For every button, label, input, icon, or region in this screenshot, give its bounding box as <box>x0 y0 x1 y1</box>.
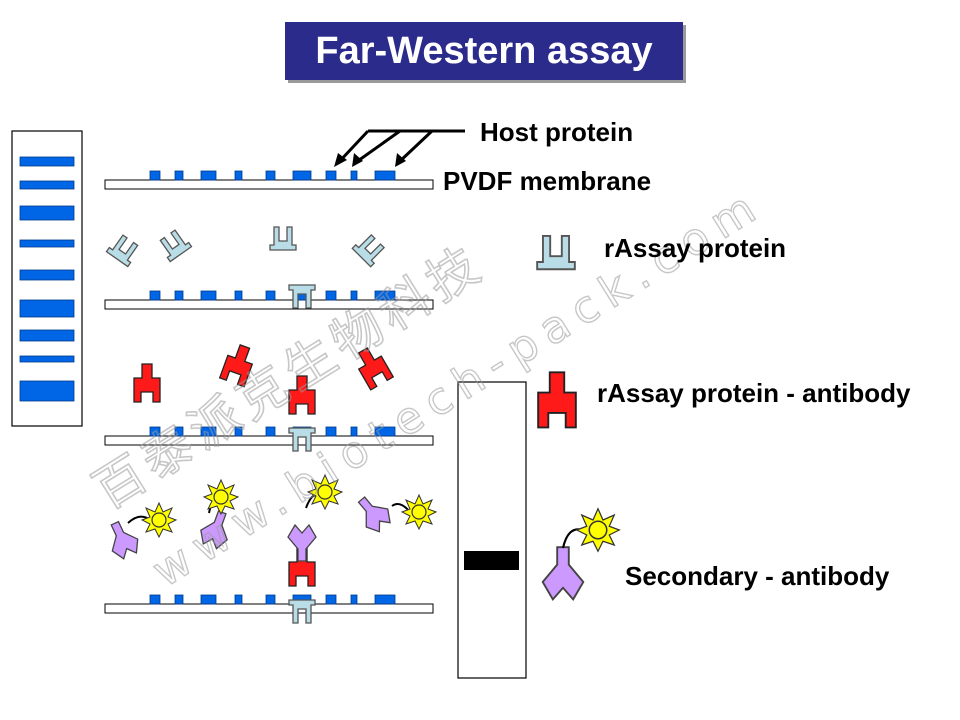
host-protein-band <box>234 426 243 437</box>
detection-blot <box>457 381 527 679</box>
host-protein-band <box>200 594 217 605</box>
host-protein-band <box>325 594 337 605</box>
host-protein-band <box>325 290 337 301</box>
membrane-strips <box>104 170 434 614</box>
gel-band <box>19 180 75 190</box>
legend-primary-antibody-icon <box>537 371 577 429</box>
pvdf-membrane-label: PVDF membrane <box>443 166 652 196</box>
host-protein-band <box>234 170 243 181</box>
host-protein-band <box>200 426 217 437</box>
host-protein-label: Host protein <box>480 117 634 147</box>
host-protein-band <box>292 170 312 181</box>
host-protein-band <box>265 594 276 605</box>
host-protein-band <box>234 290 243 301</box>
host-protein-band <box>174 290 184 301</box>
host-protein-band <box>350 170 358 181</box>
gel-band <box>19 380 75 402</box>
secondary-antibody-label: Secondary - antibody <box>625 561 890 591</box>
host-protein-band <box>174 170 184 181</box>
host-protein-band <box>174 426 184 437</box>
host-protein-band <box>325 426 337 437</box>
blot-frame <box>457 381 527 679</box>
host-protein-band <box>265 290 276 301</box>
host-protein-band <box>149 290 161 301</box>
host-protein-band <box>325 170 337 181</box>
host-protein-band <box>265 170 276 181</box>
legend-secondary-antibody-icon <box>541 508 620 601</box>
gel-band <box>19 239 75 248</box>
host-protein-band <box>374 426 396 437</box>
host-protein-band <box>265 426 276 437</box>
gel-bands <box>19 156 75 402</box>
gel-band <box>19 205 75 221</box>
rassay-protein-label: rAssay protein <box>604 233 787 263</box>
pvdf-membrane-strip <box>104 603 434 614</box>
gel-band <box>19 329 75 342</box>
gel-band <box>19 156 75 167</box>
host-protein-band <box>200 290 217 301</box>
host-protein-band <box>149 170 161 181</box>
pvdf-membrane-strip <box>104 179 434 190</box>
host-protein-band <box>374 170 396 181</box>
title-banner: Far-Western assay <box>285 22 683 80</box>
host-protein-band <box>350 594 358 605</box>
left-gel <box>11 130 83 427</box>
host-protein-band <box>149 426 161 437</box>
host-protein-band <box>234 594 243 605</box>
host-protein-band <box>350 290 358 301</box>
legend-assay-protein-icon <box>536 234 576 271</box>
diagram-title: Far-Western assay <box>315 30 653 72</box>
gel-band <box>19 299 75 318</box>
host-protein-band <box>200 170 217 181</box>
rassay-antibody-label: rAssay protein - antibody <box>597 378 911 408</box>
host-protein-band <box>174 594 184 605</box>
host-protein-band <box>350 426 358 437</box>
host-protein-arrows <box>334 129 465 167</box>
gel-band <box>19 269 75 281</box>
gel-band <box>19 355 75 363</box>
host-protein-band <box>374 594 396 605</box>
free-assay-proteins <box>105 226 388 268</box>
bound-antibody-stack <box>287 474 343 624</box>
host-protein-band <box>149 594 161 605</box>
free-secondary-antibodies <box>101 479 437 563</box>
detected-band <box>464 551 519 570</box>
host-protein-band <box>374 290 396 301</box>
